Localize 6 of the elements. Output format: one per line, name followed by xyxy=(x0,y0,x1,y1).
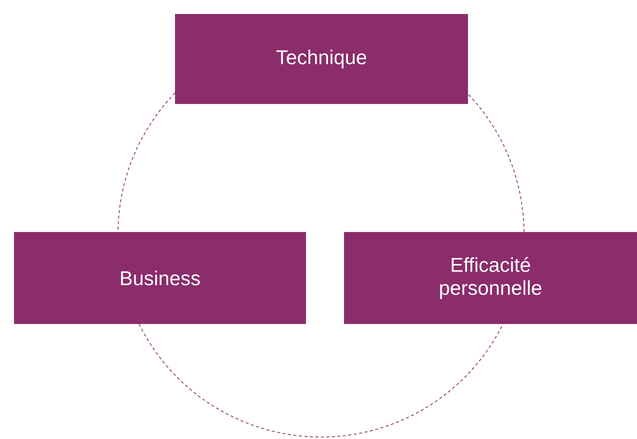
text-box: Business xyxy=(14,232,306,324)
dashed-arc xyxy=(118,92,176,232)
text-box: Technique xyxy=(175,14,468,104)
text-box: Efficacité personnelle xyxy=(344,232,637,324)
dashed-arc xyxy=(138,324,504,438)
dashed-arc xyxy=(468,94,524,232)
